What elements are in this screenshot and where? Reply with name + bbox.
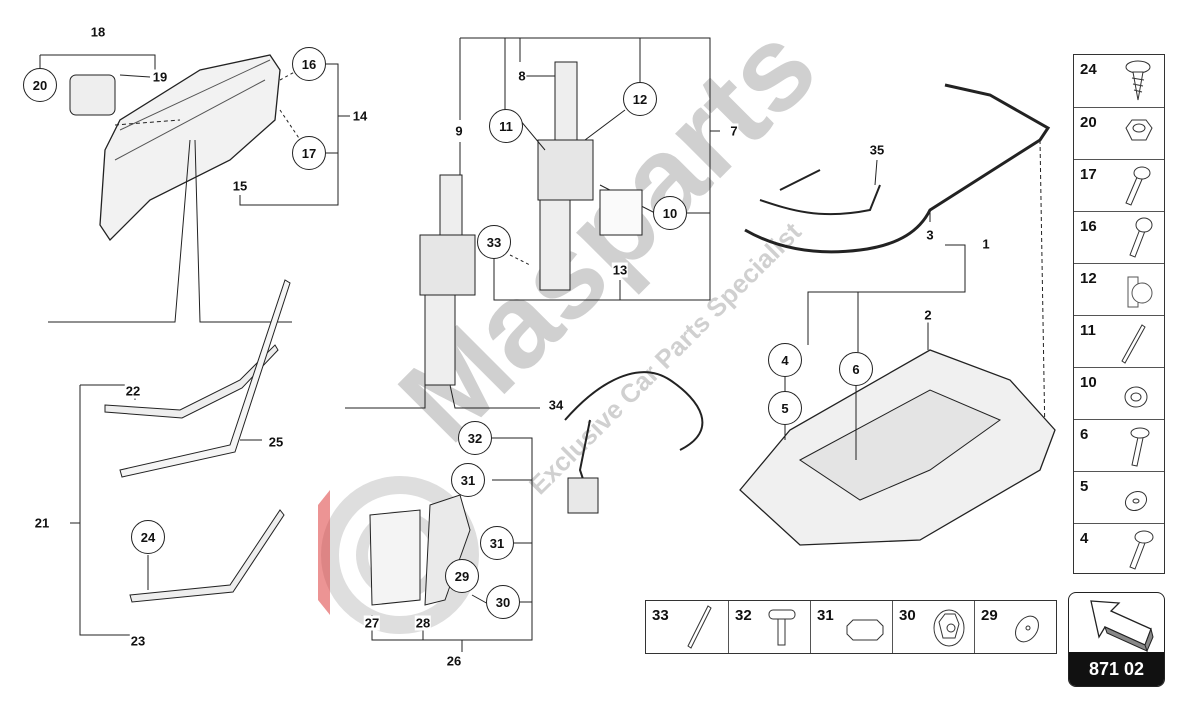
- hardware-item-12[interactable]: 12: [1074, 263, 1164, 315]
- hardware-number: 6: [1080, 426, 1089, 443]
- bolt-icon: [1130, 427, 1150, 467]
- callout-17[interactable]: 17: [292, 136, 326, 170]
- hardware-item-11[interactable]: 11: [1074, 315, 1164, 367]
- label-15[interactable]: 15: [231, 178, 249, 194]
- long-bolt-icon: [687, 605, 712, 649]
- label-27[interactable]: 27: [363, 615, 381, 631]
- hardware-number: 16: [1080, 218, 1097, 235]
- bolt-icon: [1125, 166, 1151, 206]
- label-34[interactable]: 34: [547, 397, 565, 413]
- callout-31[interactable]: 31: [451, 463, 485, 497]
- hardware-item-20[interactable]: 20: [1074, 107, 1164, 159]
- hardware-item-29[interactable]: 29: [974, 601, 1056, 653]
- callout-33[interactable]: 33: [477, 225, 511, 259]
- hardware-number: 4: [1080, 530, 1089, 547]
- hardware-item-10[interactable]: 10: [1074, 367, 1164, 419]
- hardware-number: 31: [817, 607, 834, 624]
- hardware-number: 24: [1080, 61, 1097, 78]
- callout-31[interactable]: 31: [480, 526, 514, 560]
- direction-arrow-icon: [1090, 600, 1154, 653]
- label-13[interactable]: 13: [611, 262, 629, 278]
- hardware-number: 29: [981, 607, 998, 624]
- label-2[interactable]: 2: [923, 307, 933, 323]
- hardware-column-table: 24 20 17 16 12 11 10 6: [1073, 54, 1165, 574]
- label-7[interactable]: 7: [729, 123, 739, 139]
- bolt-icon: [1129, 530, 1154, 570]
- label-14[interactable]: 14: [351, 108, 369, 124]
- hardware-item-5[interactable]: 5: [1074, 471, 1164, 523]
- hardware-item-32[interactable]: 32: [728, 601, 810, 653]
- hardware-item-31[interactable]: 31: [810, 601, 892, 653]
- label-22[interactable]: 22: [124, 383, 142, 399]
- callout-6[interactable]: 6: [839, 352, 873, 386]
- callout-12[interactable]: 12: [623, 82, 657, 116]
- diagram-reference-badge: 871 02: [1068, 592, 1165, 687]
- callout-4[interactable]: 4: [768, 343, 802, 377]
- pin-icon: [768, 609, 796, 646]
- hardware-item-4[interactable]: 4: [1074, 523, 1164, 573]
- callout-20[interactable]: 20: [23, 68, 57, 102]
- clip-icon: [1127, 276, 1153, 308]
- label-1[interactable]: 1: [981, 236, 991, 252]
- hardware-number: 20: [1080, 114, 1097, 131]
- hardware-item-24[interactable]: 24: [1074, 55, 1164, 107]
- flange-nut-icon: [933, 609, 965, 647]
- hardware-number: 10: [1080, 374, 1097, 391]
- label-18[interactable]: 18: [89, 24, 107, 40]
- screw-icon: [1125, 60, 1151, 101]
- hardware-number: 5: [1080, 478, 1089, 495]
- hardware-item-6[interactable]: 6: [1074, 419, 1164, 471]
- hardware-row-table: 33 32 31 30 29: [645, 600, 1057, 654]
- hardware-number: 11: [1080, 322, 1096, 339]
- callout-16[interactable]: 16: [292, 47, 326, 81]
- label-35[interactable]: 35: [868, 142, 886, 158]
- callout-30[interactable]: 30: [486, 585, 520, 619]
- hardware-number: 12: [1080, 270, 1097, 287]
- label-25[interactable]: 25: [267, 434, 285, 450]
- label-9[interactable]: 9: [454, 123, 464, 139]
- callout-5[interactable]: 5: [768, 391, 802, 425]
- hardware-item-33[interactable]: 33: [646, 601, 728, 653]
- label-21[interactable]: 21: [33, 515, 51, 531]
- nut-icon: [846, 619, 884, 641]
- bolt-icon: [1129, 217, 1153, 258]
- label-3[interactable]: 3: [925, 227, 935, 243]
- hardware-item-16[interactable]: 16: [1074, 211, 1164, 263]
- label-23[interactable]: 23: [129, 633, 147, 649]
- callout-32[interactable]: 32: [458, 421, 492, 455]
- callout-24[interactable]: 24: [131, 520, 165, 554]
- label-19[interactable]: 19: [151, 69, 169, 85]
- callout-11[interactable]: 11: [489, 109, 523, 143]
- washer-icon: [1015, 615, 1039, 643]
- grommet-icon: [1124, 386, 1148, 408]
- callout-29[interactable]: 29: [445, 559, 479, 593]
- hardware-number: 33: [652, 607, 669, 624]
- hardware-item-30[interactable]: 30: [892, 601, 974, 653]
- label-26[interactable]: 26: [445, 653, 463, 669]
- hardware-number: 17: [1080, 166, 1097, 183]
- hardware-number: 32: [735, 607, 752, 624]
- hardware-item-17[interactable]: 17: [1074, 159, 1164, 211]
- diagram-code: 871 02: [1069, 652, 1164, 686]
- washer-icon: [1124, 490, 1148, 512]
- hardware-number: 30: [899, 607, 916, 624]
- hex-nut-icon: [1125, 119, 1153, 141]
- long-bolt-icon: [1121, 324, 1146, 364]
- label-28[interactable]: 28: [414, 615, 432, 631]
- label-8[interactable]: 8: [517, 68, 527, 84]
- callout-10[interactable]: 10: [653, 196, 687, 230]
